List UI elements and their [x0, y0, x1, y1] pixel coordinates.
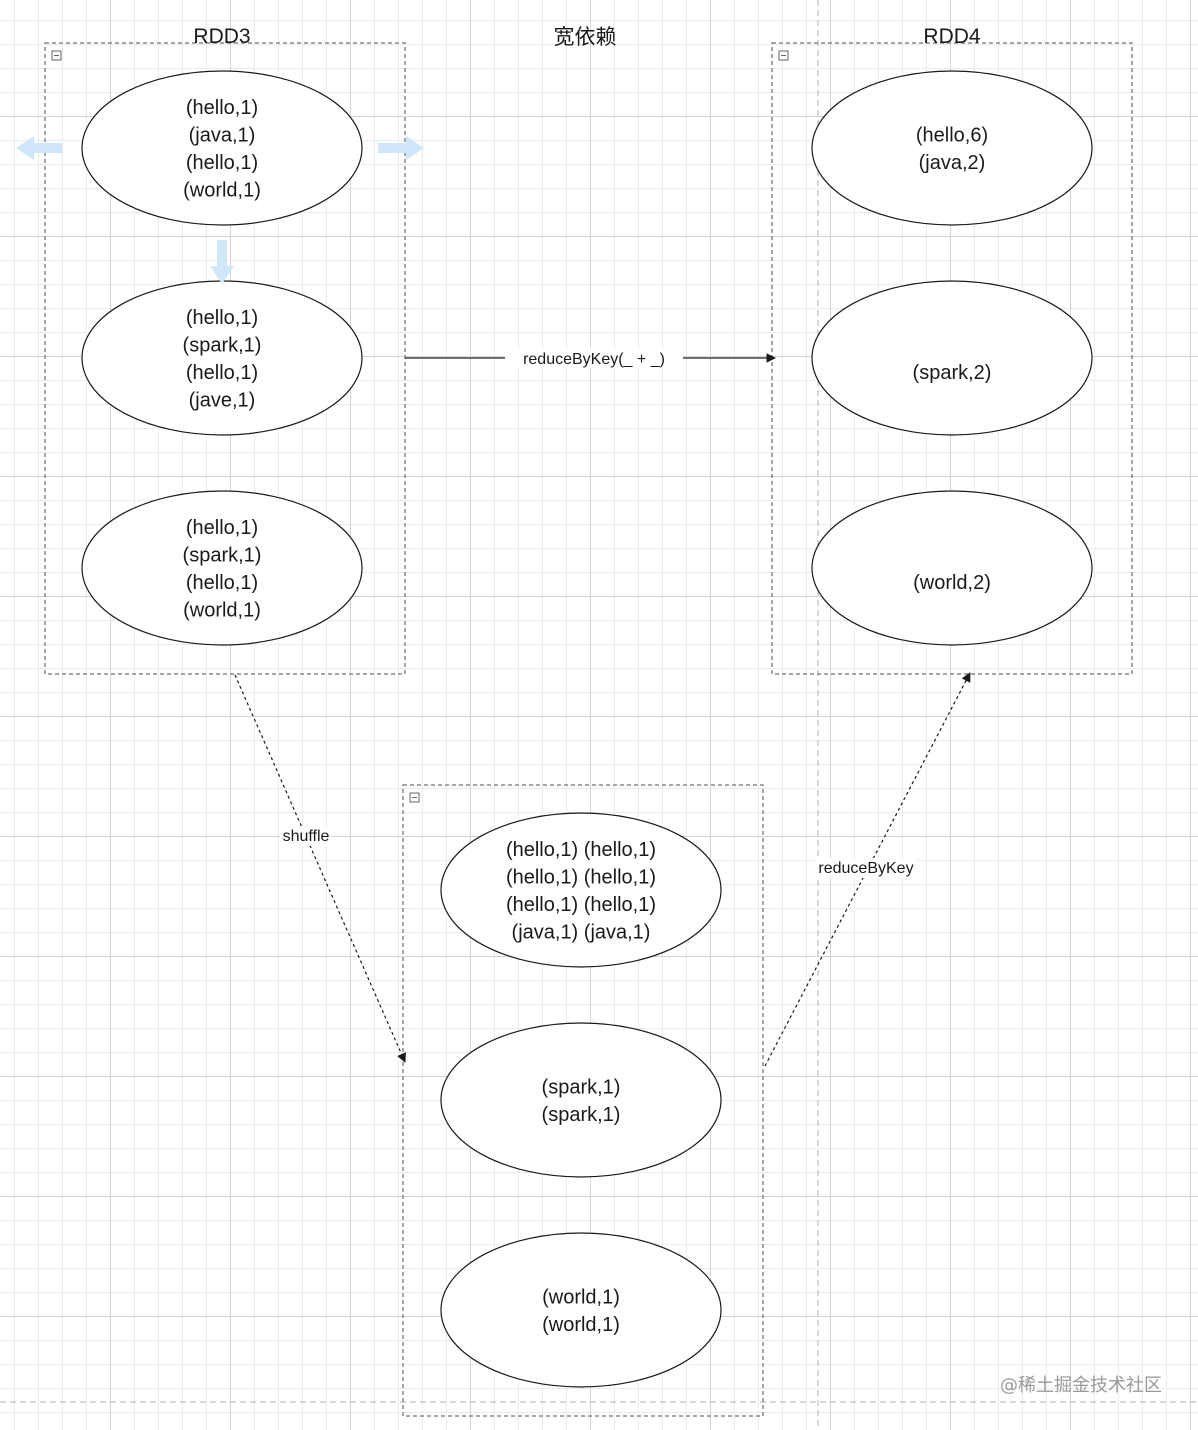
- partition-record-text: (hello,1): [186, 517, 258, 539]
- partition-record-text: (spark,2): [913, 362, 992, 384]
- partition-record-text: (java,2): [919, 152, 986, 174]
- partition-node[interactable]: (world,1) (world,1): [440, 1232, 722, 1388]
- collapse-toggle-icon[interactable]: [409, 792, 420, 803]
- hint-arrow-down-icon[interactable]: [210, 240, 234, 284]
- partition-node[interactable]: (hello,1) (spark,1) (hello,1) (world,1): [81, 490, 363, 646]
- edge-label: shuffle: [283, 828, 330, 845]
- partition-record-text: (jave,1): [189, 389, 256, 411]
- partition-record-text: (hello,1) (hello,1): [506, 894, 656, 916]
- partition-record-text: (world,1): [183, 599, 261, 621]
- partition-node[interactable]: (spark,1) (spark,1): [440, 1022, 722, 1178]
- partition-record-text: (spark,1): [183, 544, 262, 566]
- edge-rdd3-to-shuffle[interactable]: shuffle: [234, 674, 406, 1063]
- partition-record-text: (hello,1): [186, 97, 258, 119]
- edge-line-dashed: [764, 672, 971, 1067]
- partition-record-text: (world,2): [913, 572, 991, 594]
- partition-ellipse: [81, 280, 363, 436]
- partition-ellipse: [440, 1022, 722, 1178]
- partition-record-text: (spark,1): [183, 334, 262, 356]
- partition-node[interactable]: (hello,6) (java,2): [811, 70, 1093, 226]
- rdd4-container[interactable]: RDD4 (hello,6) (java,2) (spark,2) (world,2): [771, 25, 1133, 675]
- partition-node[interactable]: (world,2): [811, 490, 1093, 646]
- partition-ellipse: [81, 490, 363, 646]
- partition-record-text: (world,1): [542, 1286, 620, 1308]
- partition-node[interactable]: (hello,1) (java,1) (hello,1) (world,1): [81, 70, 363, 226]
- partition-record-text: (hello,1) (hello,1): [506, 839, 656, 861]
- partition-record-text: (hello,1): [186, 572, 258, 594]
- collapse-toggle-icon[interactable]: [778, 50, 789, 61]
- partition-record-text: (spark,1): [542, 1104, 621, 1126]
- edge-label: reduceByKey: [818, 860, 913, 877]
- collapse-toggle-icon[interactable]: [51, 50, 62, 61]
- partition-node[interactable]: (hello,1) (hello,1) (hello,1) (hello,1) (h…: [440, 812, 722, 968]
- partition-record-text: (java,1) (java,1): [512, 921, 651, 943]
- container-label: RDD3: [193, 25, 250, 48]
- edge-label: reduceByKey(_ + _): [523, 351, 665, 368]
- partition-record-text: (hello,1) (hello,1): [506, 866, 656, 888]
- watermark: @稀土掘金技术社区: [1000, 1375, 1162, 1396]
- partition-record-text: (spark,1): [542, 1076, 621, 1098]
- partition-ellipse: [811, 70, 1093, 226]
- partition-record-text: (world,1): [183, 179, 261, 201]
- hint-arrow-right-icon[interactable]: [378, 136, 424, 160]
- edge-label-background: [815, 858, 917, 878]
- shuffle-group-container[interactable]: (hello,1) (hello,1) (hello,1) (hello,1) (h…: [402, 784, 764, 1417]
- partition-record-text: (world,1): [542, 1314, 620, 1336]
- partition-ellipse: [440, 812, 722, 968]
- edge-label-background: [280, 826, 332, 846]
- partition-node[interactable]: (spark,2): [811, 280, 1093, 436]
- edge-label-background: [505, 348, 683, 368]
- diagram-title: 宽依赖: [554, 26, 617, 49]
- container-border: [402, 784, 764, 1417]
- partition-record-text: (hello,6): [916, 124, 988, 146]
- partition-record-text: (hello,1): [186, 152, 258, 174]
- selection-hint-arrows: [16, 136, 424, 284]
- partition-node[interactable]: (hello,1) (spark,1) (hello,1) (jave,1): [81, 280, 363, 436]
- partition-ellipse: [440, 1232, 722, 1388]
- partition-record-text: (hello,1): [186, 362, 258, 384]
- edge-rdd3-to-rdd4[interactable]: reduceByKey(_ + _): [405, 348, 776, 368]
- hint-arrow-left-icon[interactable]: [16, 136, 62, 160]
- rdd3-container[interactable]: RDD3(hello,1)(java,1)(hello,1)(world,1)(…: [44, 25, 406, 675]
- partition-ellipse: [811, 490, 1093, 646]
- edge-shuffle-to-rdd4[interactable]: reduceByKey: [764, 672, 971, 1067]
- partition-ellipse: [811, 280, 1093, 436]
- edge-line-dashed: [234, 674, 406, 1063]
- partition-record-text: (java,1): [189, 124, 256, 146]
- container-label: RDD4: [923, 25, 980, 48]
- partition-record-text: (hello,1): [186, 307, 258, 329]
- partition-ellipse: [81, 70, 363, 226]
